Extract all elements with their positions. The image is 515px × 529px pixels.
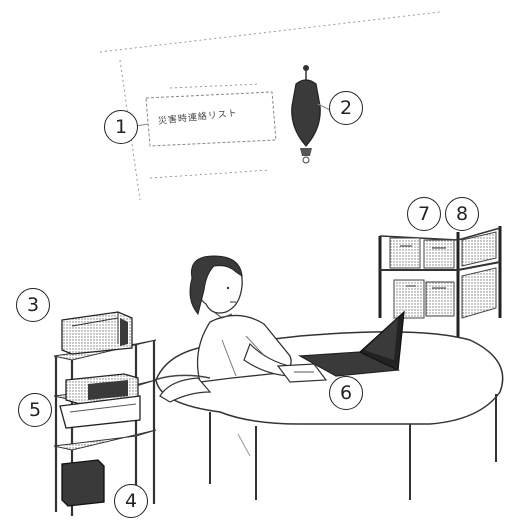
callout-3: 3 <box>16 288 50 322</box>
callout-2: 2 <box>329 91 363 125</box>
callout-5: 5 <box>18 393 52 427</box>
hanging-emergency-lamp <box>292 65 320 163</box>
callout-8: 8 <box>445 197 479 231</box>
callout-4: 4 <box>114 484 148 518</box>
callout-1: 1 <box>104 110 138 144</box>
callout-6: 6 <box>329 376 363 410</box>
equipment-rack <box>54 312 156 516</box>
callout-7: 7 <box>407 197 441 231</box>
